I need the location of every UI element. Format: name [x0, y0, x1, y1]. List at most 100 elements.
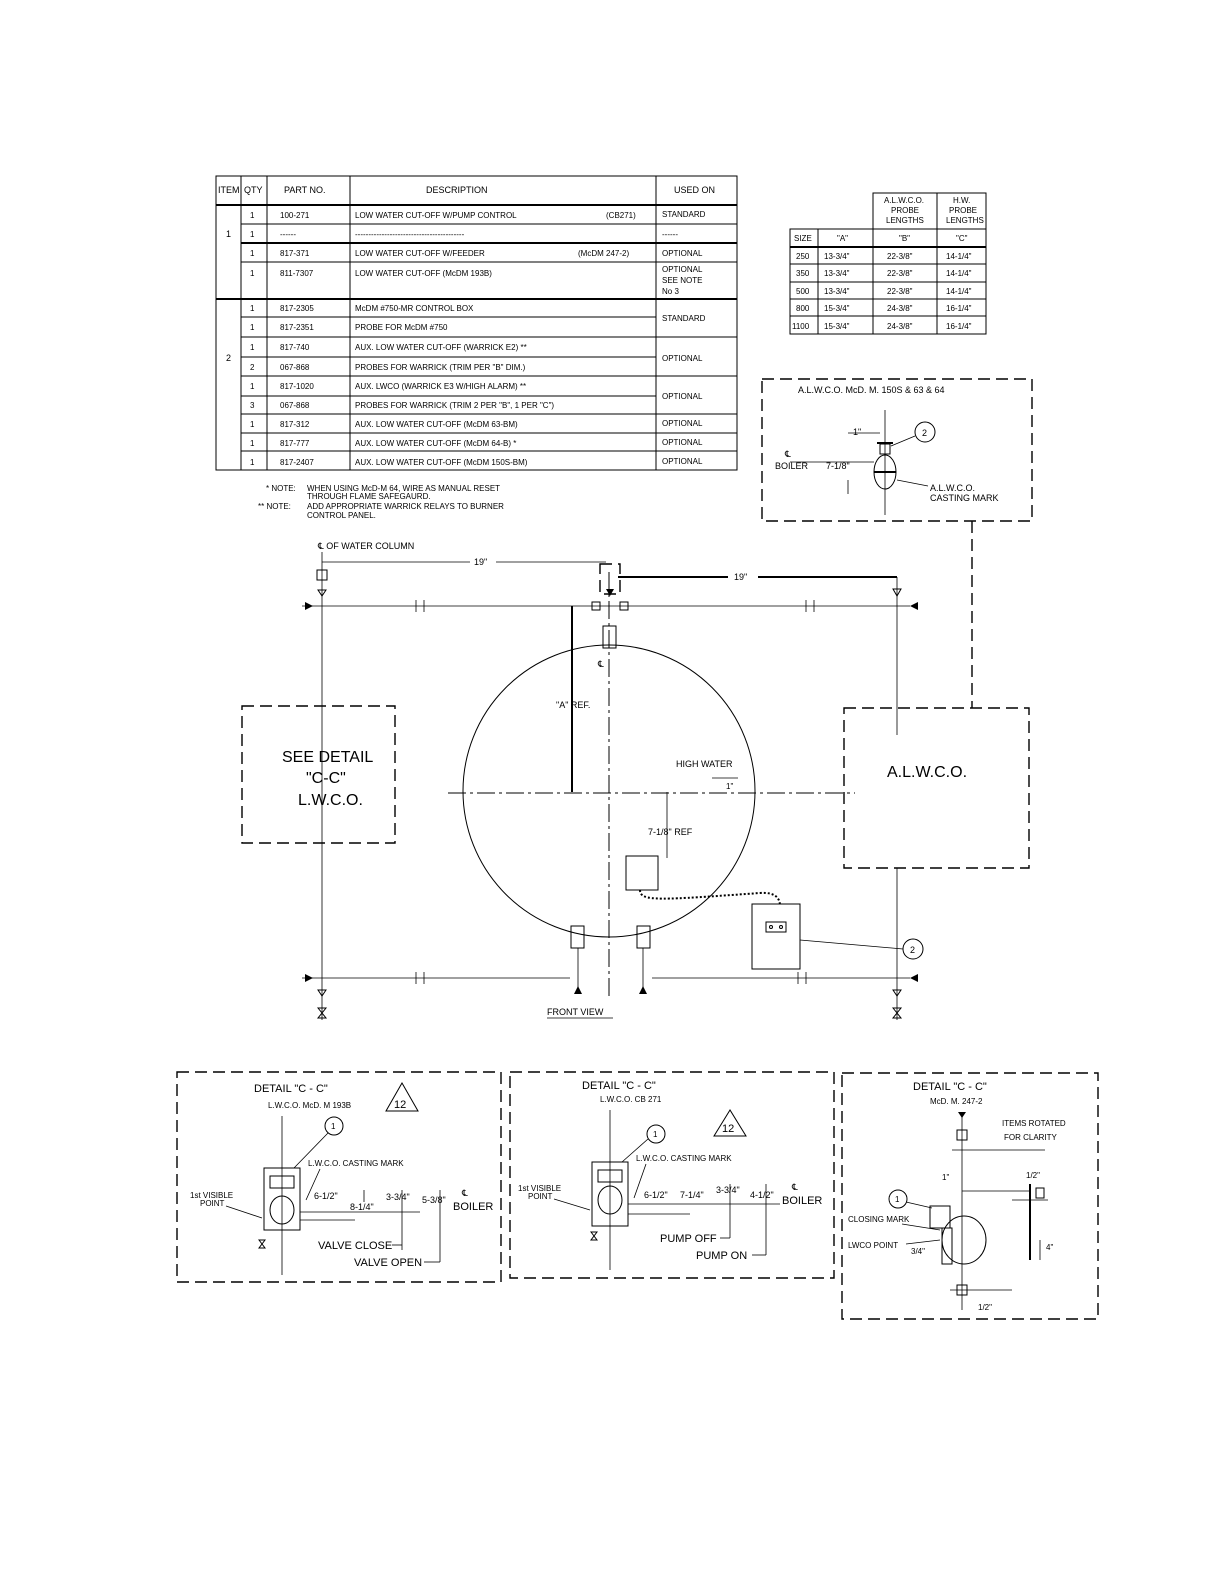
dim-label: 7-1/4" — [680, 1190, 704, 1200]
item-number: 1 — [226, 229, 231, 239]
row-desc: AUX. LOW WATER CUT-OFF (McDM 64-B) * — [355, 439, 516, 448]
dim-7-1-8: 7-1/8" — [826, 461, 850, 471]
probe-row: 250 13-3/4" 22-3/8" 14-1/4" — [796, 252, 972, 261]
row-part: 817-2407 — [280, 458, 314, 467]
row-part: 817-1020 — [280, 382, 314, 391]
row-qty: 2 — [250, 363, 255, 372]
row-desc: AUX. LOW WATER CUT-OFF (WARRICK E2) ** — [355, 343, 527, 352]
table-row: 1 817-2351 PROBE FOR McDM #750 — [250, 323, 448, 332]
probe-cell: 22-3/8" — [887, 287, 913, 296]
row-qty: 1 — [250, 249, 255, 258]
revision-number: 12 — [722, 1123, 734, 1135]
detail-title: DETAIL "C - C" — [582, 1080, 656, 1092]
row-desc: PROBE FOR McDM #750 — [355, 323, 448, 332]
probe-cell: 13-3/4" — [824, 269, 850, 278]
probe-cell: 15-3/4" — [824, 322, 850, 331]
probe-cell: 13-3/4" — [824, 287, 850, 296]
probe-housing — [625, 855, 659, 891]
valve-open-label: VALVE OPEN — [354, 1257, 422, 1269]
table-row: 1 ------ -------------------------------… — [250, 230, 678, 239]
balloon-1 — [324, 1116, 344, 1136]
see-detail-text: L.W.C.O. — [298, 792, 363, 809]
row-used: OPTIONAL — [662, 457, 703, 466]
probe-cell: 250 — [796, 252, 810, 261]
row-desc-right: (CB271) — [606, 211, 636, 220]
header-item: ITEM — [218, 185, 240, 195]
first-visible-label: 1st VISIBLE — [190, 1191, 233, 1200]
detail-cb271: DETAIL "C - C" L.W.C.O. CB 271 12 1 L.W.… — [509, 1071, 835, 1279]
row-qty: 1 — [250, 458, 255, 467]
note-mark: * NOTE: — [266, 484, 296, 493]
row-desc: AUX. LWCO (WARRICK E3 W/HIGH ALARM) ** — [355, 382, 526, 391]
row-desc: ----------------------------------------… — [355, 230, 465, 239]
row-used-2: SEE NOTE — [662, 276, 702, 285]
alwco-box-label: A.L.W.C.O. — [887, 764, 967, 781]
dim-label: 6-1/2" — [644, 1190, 668, 1200]
table-row: 3 067-868 PROBES FOR WARRICK (TRIM 2 PER… — [250, 401, 554, 410]
probe-cell: 13-3/4" — [824, 252, 850, 261]
row-used-3: No 3 — [662, 287, 679, 296]
casting-mark-label: L.W.C.O. CASTING MARK — [636, 1154, 732, 1163]
table-row: 2 067-868 PROBES FOR WARRICK (TRIM PER "… — [250, 363, 526, 372]
row-qty: 1 — [250, 420, 255, 429]
probe-row: 350 13-3/4" 22-3/8" 14-1/4" — [796, 269, 972, 278]
row-desc: PROBES FOR WARRICK (TRIM PER "B" DIM.) — [355, 363, 526, 372]
balloon-number: 1 — [895, 1195, 900, 1204]
probe-head-c: LENGTHS — [946, 216, 984, 225]
revision-number: 12 — [394, 1099, 406, 1111]
dim-label: 3-3/4" — [716, 1185, 740, 1195]
table-row: 1 817-2407 AUX. LOW WATER CUT-OFF (McDM … — [250, 457, 703, 467]
header-qty: QTY — [244, 185, 263, 195]
dim-label: 4-1/2" — [750, 1190, 774, 1200]
probe-cell: 22-3/8" — [887, 252, 913, 261]
probe-row: 500 13-3/4" 22-3/8" 14-1/4" — [796, 287, 972, 296]
probe-head-b: LENGTHS — [886, 216, 924, 225]
table-notes: * NOTE: WHEN USING McD-M 64, WIRE AS MAN… — [258, 484, 504, 520]
row-used: OPTIONAL — [662, 392, 703, 401]
dim-label: 8-1/4" — [350, 1202, 374, 1212]
valve-close-label: VALVE CLOSE — [318, 1240, 392, 1252]
table-row: 1 811-7307 LOW WATER CUT-OFF (McDM 193B)… — [250, 265, 703, 296]
note-text: THROUGH FLAME SAFEGAURD. — [307, 492, 431, 501]
probe-cell: 16-1/4" — [946, 304, 972, 313]
row-used: OPTIONAL — [662, 265, 703, 274]
pump-off-label: PUMP OFF — [660, 1233, 717, 1245]
row-used: ------ — [662, 230, 678, 239]
table-row: 1 817-312 AUX. LOW WATER CUT-OFF (McDM 6… — [250, 419, 703, 429]
detail-title: DETAIL "C - C" — [913, 1081, 987, 1093]
boiler-label: BOILER — [782, 1195, 822, 1207]
alwco-detail-title: A.L.W.C.O. McD. M. 150S & 63 & 64 — [798, 385, 945, 395]
first-visible-label: POINT — [200, 1199, 225, 1208]
note-mark: ** NOTE: — [258, 502, 291, 511]
dim-label: 1/2" — [1026, 1171, 1040, 1180]
dim-1in: 1" — [726, 782, 733, 791]
row-part: 817-2351 — [280, 323, 314, 332]
detail-subtitle: McD. M. 247-2 — [930, 1097, 983, 1106]
dim-label: 4" — [1046, 1243, 1053, 1252]
dim-19-left: 19" — [474, 557, 487, 567]
balloon-number: 1 — [331, 1122, 336, 1131]
note-text: CONTROL PANEL. — [307, 511, 376, 520]
probe-cell: 14-1/4" — [946, 269, 972, 278]
row-part: 817-740 — [280, 343, 310, 352]
probe-length-table: A.L.W.C.O. PROBE LENGTHS H.W. PROBE LENG… — [789, 192, 987, 335]
see-detail-box — [241, 705, 396, 844]
row-desc: LOW WATER CUT-OFF (McDM 193B) — [355, 269, 492, 278]
probe-cell: 24-3/8" — [887, 304, 913, 313]
front-view: ℄ OF WATER COLUMN 19" 19" ℄ "A" REF. SE — [241, 541, 1030, 1020]
table-row: 1 817-740 AUX. LOW WATER CUT-OFF (WARRIC… — [250, 343, 703, 363]
probe-row: 1100 15-3/4" 24-3/8" 16-1/4" — [792, 322, 972, 331]
row-qty: 1 — [250, 304, 255, 313]
table-row: 1 817-777 AUX. LOW WATER CUT-OFF (McDM 6… — [250, 438, 703, 448]
detail-subtitle: L.W.C.O. CB 271 — [600, 1095, 662, 1104]
casting-mark-label: A.L.W.C.O. — [930, 483, 975, 493]
row-part: 811-7307 — [280, 269, 314, 278]
probe-col: "A" — [837, 234, 848, 243]
row-part: 817-777 — [280, 439, 310, 448]
probe-cell: 14-1/4" — [946, 252, 972, 261]
row-desc: PROBES FOR WARRICK (TRIM 2 PER "B", 1 PE… — [355, 401, 554, 410]
detail-title: DETAIL "C - C" — [254, 1083, 328, 1095]
see-detail-text: "C-C" — [306, 770, 346, 787]
alwco-detail: A.L.W.C.O. McD. M. 150S & 63 & 64 1" ℄ B… — [761, 378, 1033, 708]
probe-head-b: PROBE — [891, 206, 919, 215]
